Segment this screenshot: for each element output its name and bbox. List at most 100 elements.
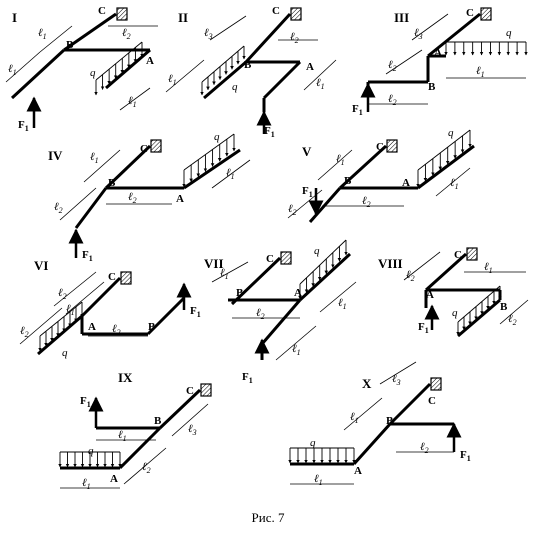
fixed-support [430,377,442,391]
load-envelope [183,133,235,171]
frame-beam [260,299,302,345]
load-envelope [299,239,347,285]
label-a: A [110,473,118,485]
fixed-support [116,7,128,21]
dimension-line [65,281,105,315]
dimension-l1: ℓ1 [38,27,47,41]
force-label: F1 [190,305,201,319]
frame-beam [352,422,392,466]
dimension-line [317,149,353,181]
fixed-support [386,139,398,153]
force-label: F1 [242,371,253,385]
dimension-l2: ℓ2 [142,461,151,475]
load-label: q [232,81,238,93]
frame-beam [10,48,66,100]
dimension-line [319,281,357,313]
frame-beam [203,60,247,100]
load-envelope [95,41,143,81]
fixed-support [150,139,162,153]
label-b: B [344,175,352,187]
dimension-l1: ℓ1 [476,65,485,79]
label-c: C [186,385,194,397]
dimension-l1: ℓ1 [450,177,459,191]
label-a: A [176,193,184,205]
panel-number: IV [48,148,63,163]
label-a: A [88,321,96,333]
frame-beam [80,276,122,318]
dimension-line [435,167,471,197]
load-label: q [506,27,512,39]
label-c: C [272,5,280,17]
label-b: B [386,415,394,427]
label-c: C [98,5,106,17]
label-c: C [376,141,384,153]
frame-beam [308,187,342,223]
dimension-l2: ℓ2 [290,31,299,45]
fixed-support [290,7,302,21]
dimension-l1: ℓ1 [316,77,325,91]
label-b: B [108,177,116,189]
dimension-line [165,59,205,93]
dimension-line [379,361,417,385]
dimension-l2: ℓ2 [128,191,137,205]
frame-beam [388,382,432,426]
distributed-load [288,447,356,464]
dimension-line [19,307,63,345]
dimension-line [171,403,209,437]
label-c: C [108,271,116,283]
frame-beam [424,252,468,292]
distributed-load [94,41,144,96]
dimension-l1: ℓ1 [8,63,17,77]
load-label: q [310,437,316,449]
load-envelope [201,45,245,83]
dimension-l2: ℓ2 [406,269,415,283]
frame-beam [118,426,162,470]
frame-beam [427,12,481,58]
panel-number: II [178,10,188,25]
figure-caption: Рис. 7 [252,510,285,525]
label-b: B [236,287,244,299]
dimension-l3: ℓ3 [188,423,197,437]
dimension-line [5,51,41,83]
dimension-l1: ℓ1 [90,151,99,165]
dimension-line [499,299,529,325]
load-label: q [62,347,68,359]
force-label: F1 [460,449,471,463]
force-label: F1 [82,249,93,263]
dimension-l1: ℓ1 [484,261,493,275]
dimension-line [83,149,121,183]
frame-beam [158,388,202,430]
dimension-line [53,271,97,307]
dimension-l2: ℓ2 [508,313,517,327]
dimension-l1: ℓ1 [292,343,301,357]
dimension-l1: ℓ1 [118,429,127,443]
dimension-l2: ℓ2 [54,201,63,215]
panel-number: VIII [378,256,403,271]
frame-beam [146,296,186,336]
load-label: q [88,445,94,457]
dimension-l1: ℓ1 [336,153,345,167]
dimension-l1: ℓ1 [128,95,137,109]
label-a: A [306,61,314,73]
panel-number: X [362,376,372,391]
dimension-l1: ℓ1 [82,477,91,491]
dimension-line [59,187,97,221]
distributed-load [38,301,84,352]
label-b: B [244,59,252,71]
fixed-support [466,247,478,261]
dimension-l2: ℓ2 [20,325,29,339]
distributed-load [182,133,236,188]
dimension-l2: ℓ2 [288,203,297,217]
force-label: F1 [302,185,313,199]
distributed-load [298,239,348,300]
load-label: q [452,307,458,319]
frame-beam [63,12,117,52]
distributed-load [416,129,472,188]
